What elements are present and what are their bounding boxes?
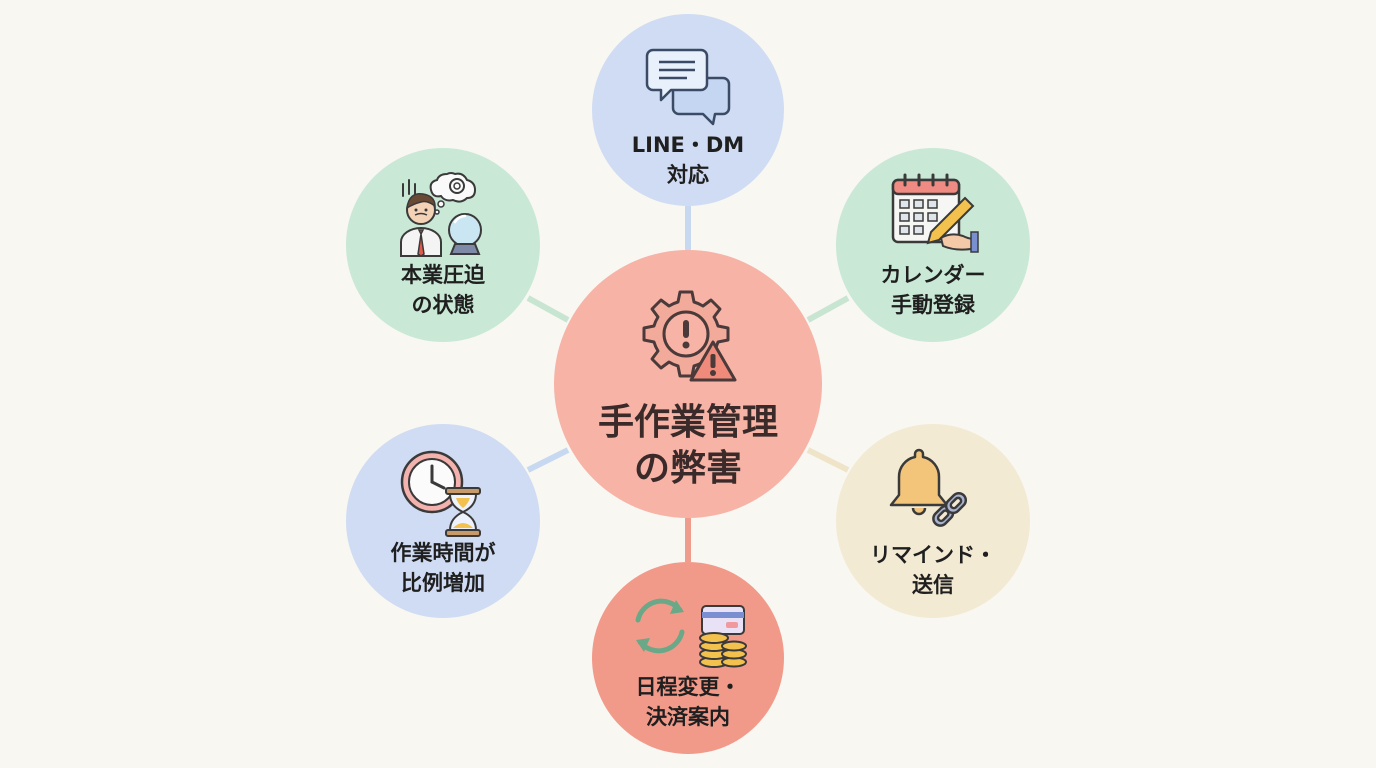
node-calendar-label: カレンダー 手動登録 (836, 260, 1030, 320)
refresh-coins-card-icon (628, 592, 748, 670)
node-reminder: リマインド・ 送信 (836, 424, 1030, 618)
gear-warning-icon (633, 284, 743, 384)
node-pressure-line1: 本業圧迫 (401, 263, 485, 287)
node-pressure-line2: の状態 (411, 293, 475, 317)
node-calendar-line1: カレンダー (880, 263, 986, 287)
center-title: 手作業管理 の弊害 (554, 400, 822, 492)
node-reschedule-line1: 日程変更・ (635, 675, 741, 699)
node-calendar-line2: 手動登録 (891, 293, 975, 317)
node-pressure: 本業圧迫 の状態 (346, 148, 540, 342)
calendar-pencil-icon (887, 172, 979, 254)
node-reschedule-label: 日程変更・ 決済案内 (592, 672, 784, 732)
node-line-dm-line1: LINE・DM (631, 133, 745, 157)
node-reschedule-line2: 決済案内 (646, 705, 730, 729)
node-reschedule: 日程変更・ 決済案内 (592, 562, 784, 754)
node-line-dm-line2: 対応 (667, 163, 709, 187)
node-time: 作業時間が 比例増加 (346, 424, 540, 618)
clock-hourglass-icon (398, 448, 488, 538)
node-time-line2: 比例増加 (401, 571, 485, 595)
node-time-label: 作業時間が 比例増加 (346, 538, 540, 598)
node-line-dm-label: LINE・DM 対応 (592, 130, 784, 190)
node-line-dm: LINE・DM 対応 (592, 14, 784, 206)
chat-bubbles-icon (643, 46, 733, 126)
node-calendar: カレンダー 手動登録 (836, 148, 1030, 342)
center-title-line1: 手作業管理 (597, 402, 778, 443)
connector-bottom-right (806, 447, 850, 473)
center-title-line2: の弊害 (633, 448, 742, 489)
connector-top-left (526, 295, 570, 323)
node-time-line1: 作業時間が (390, 541, 496, 565)
node-reminder-line2: 送信 (912, 573, 954, 597)
node-reminder-label: リマインド・ 送信 (836, 540, 1030, 600)
bell-link-icon (885, 446, 981, 538)
node-reminder-line1: リマインド・ (870, 543, 996, 567)
stressed-person-icon (393, 170, 493, 260)
node-pressure-label: 本業圧迫 の状態 (346, 260, 540, 320)
connector-bottom-left (526, 447, 570, 473)
connector-top-right (806, 295, 850, 323)
center-node: 手作業管理 の弊害 (554, 250, 822, 518)
